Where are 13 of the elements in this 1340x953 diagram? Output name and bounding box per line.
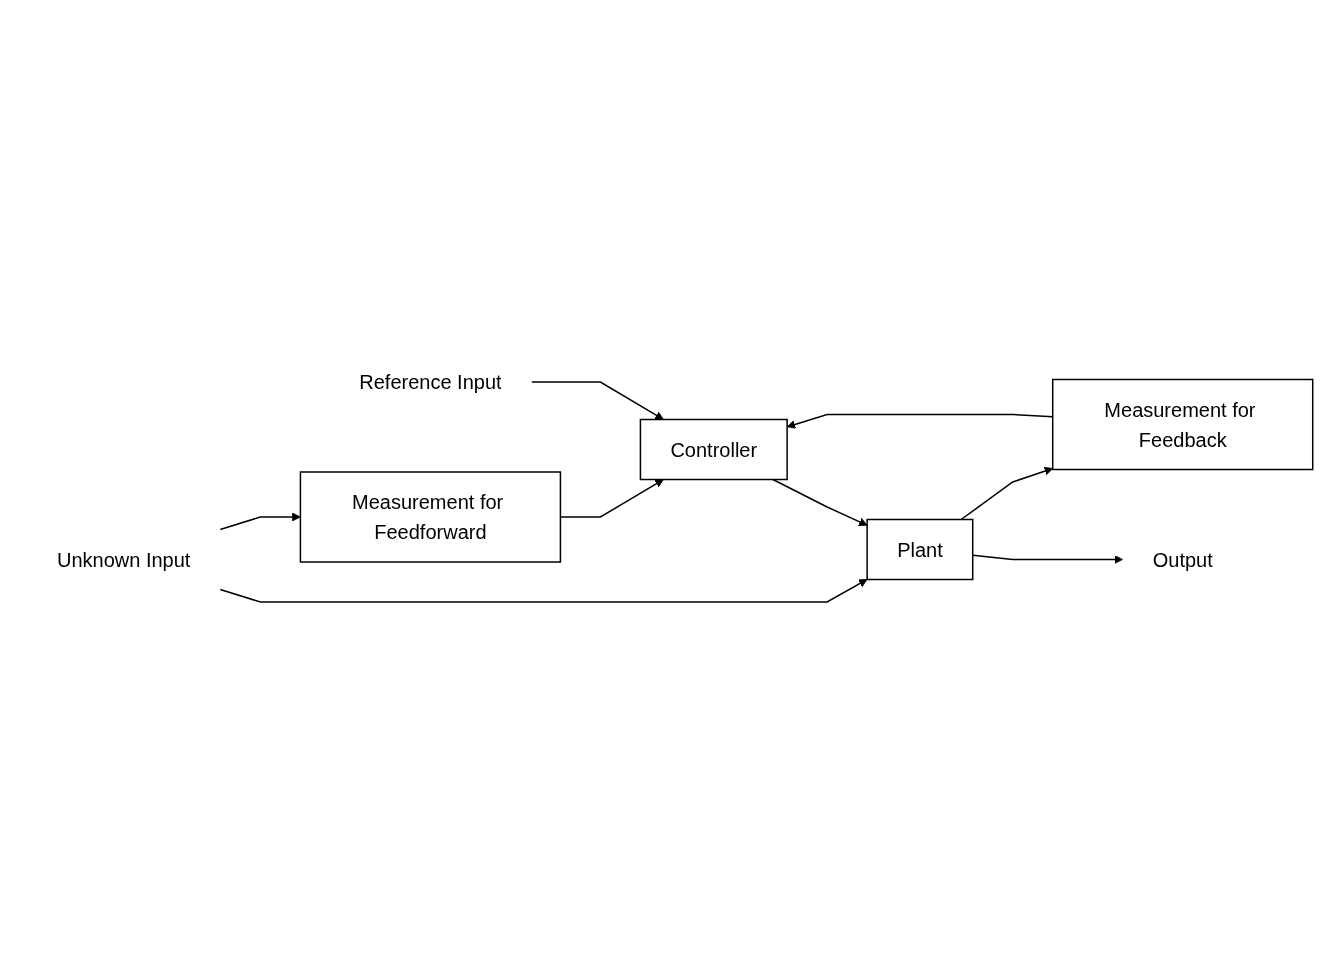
node-box: Measurement for Feedforward (299, 470, 562, 563)
node-box: Measurement for Feedback (1052, 378, 1314, 470)
arrow (960, 466, 1054, 520)
arrow (219, 512, 301, 530)
node-box: Controller (639, 418, 788, 480)
node-text: Reference Input (359, 370, 502, 393)
node-text: Output (1152, 548, 1213, 570)
arrow (972, 553, 1124, 564)
arrow (531, 380, 664, 420)
node-text: Unknown Input (57, 548, 191, 570)
arrow (219, 578, 868, 603)
arrow (772, 478, 868, 526)
node-box: Plant (866, 518, 974, 580)
